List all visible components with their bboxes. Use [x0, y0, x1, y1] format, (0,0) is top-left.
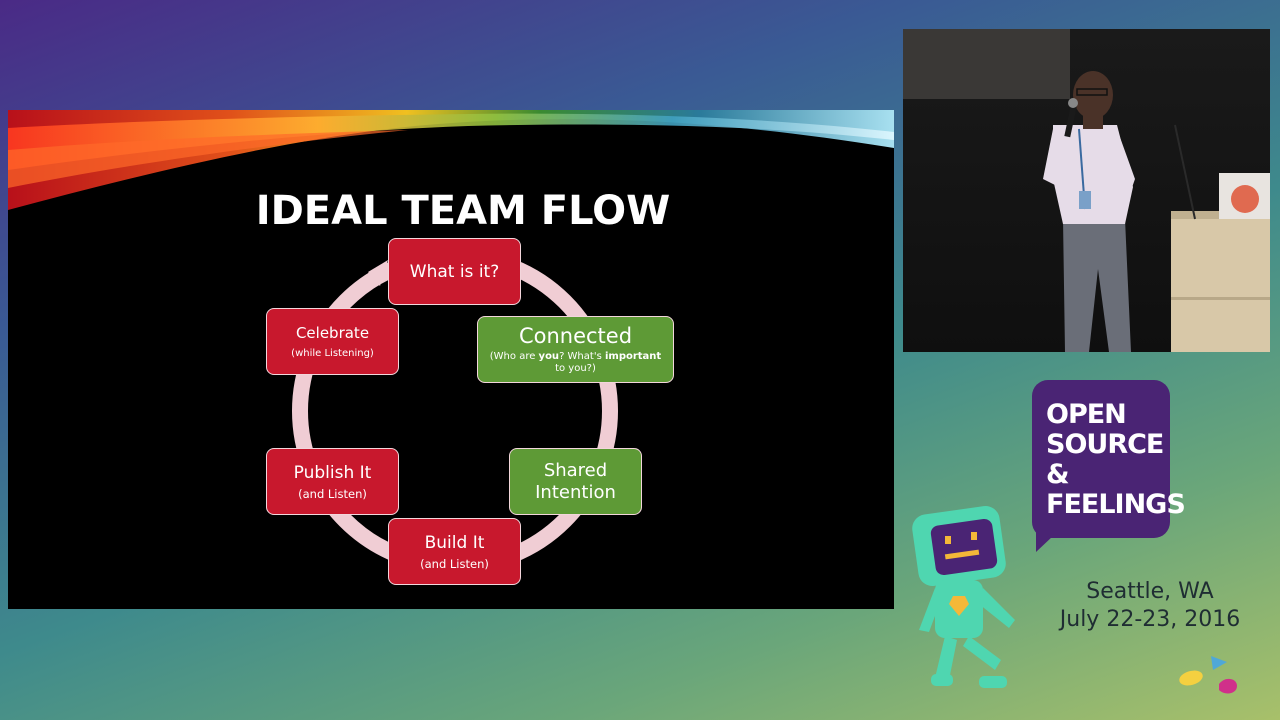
event-location: Seattle, WA [1086, 579, 1214, 604]
speech-bubble-icon [1036, 520, 1070, 552]
event-dates: July 22-23, 2016 [1059, 607, 1241, 632]
step-label: Publish It [293, 462, 372, 483]
logo-line: FEELINGS [1046, 489, 1186, 520]
robot-mascot-icon [912, 506, 1015, 688]
step-connected: Connected (Who are you? What's important… [477, 316, 674, 383]
step-publish-it: Publish It (and Listen) [266, 448, 399, 515]
logo-line: OPEN [1046, 399, 1127, 430]
step-what-is-it: What is it? [388, 238, 521, 305]
step-celebrate: Celebrate (while Listening) [266, 308, 399, 375]
logo-speech-bubble [1032, 380, 1170, 538]
step-build-it: Build It (and Listen) [388, 518, 521, 585]
color-swoosh-decoration [8, 110, 894, 210]
step-note: (while Listening) [291, 347, 374, 359]
step-label: Shared Intention [535, 459, 616, 503]
presentation-slide: IDEAL TEAM FLOW What is it? Connected (W… [8, 110, 894, 609]
step-note: (Who are you? What's important to you?) [489, 350, 662, 374]
step-label: Celebrate [295, 323, 370, 342]
event-logo: OPEN SOURCE & FEELINGS [1046, 399, 1186, 520]
slide-title: IDEAL TEAM FLOW [255, 188, 671, 234]
step-note: (and Listen) [420, 556, 489, 571]
confetti-icon [1179, 656, 1237, 694]
speaker-figure [1043, 71, 1270, 352]
event-info: Seattle, WA July 22-23, 2016 [1040, 578, 1260, 634]
step-label: What is it? [409, 261, 500, 282]
step-label: Connected [518, 323, 633, 348]
step-shared-intention: Shared Intention [509, 448, 642, 515]
logo-line: & [1046, 459, 1070, 490]
projection-screen [903, 29, 1070, 99]
cycle-arrowhead [368, 260, 388, 286]
step-note: (and Listen) [298, 486, 367, 501]
speaker-video [903, 29, 1270, 352]
logo-line: SOURCE [1046, 429, 1164, 460]
step-label: Build It [424, 532, 485, 553]
